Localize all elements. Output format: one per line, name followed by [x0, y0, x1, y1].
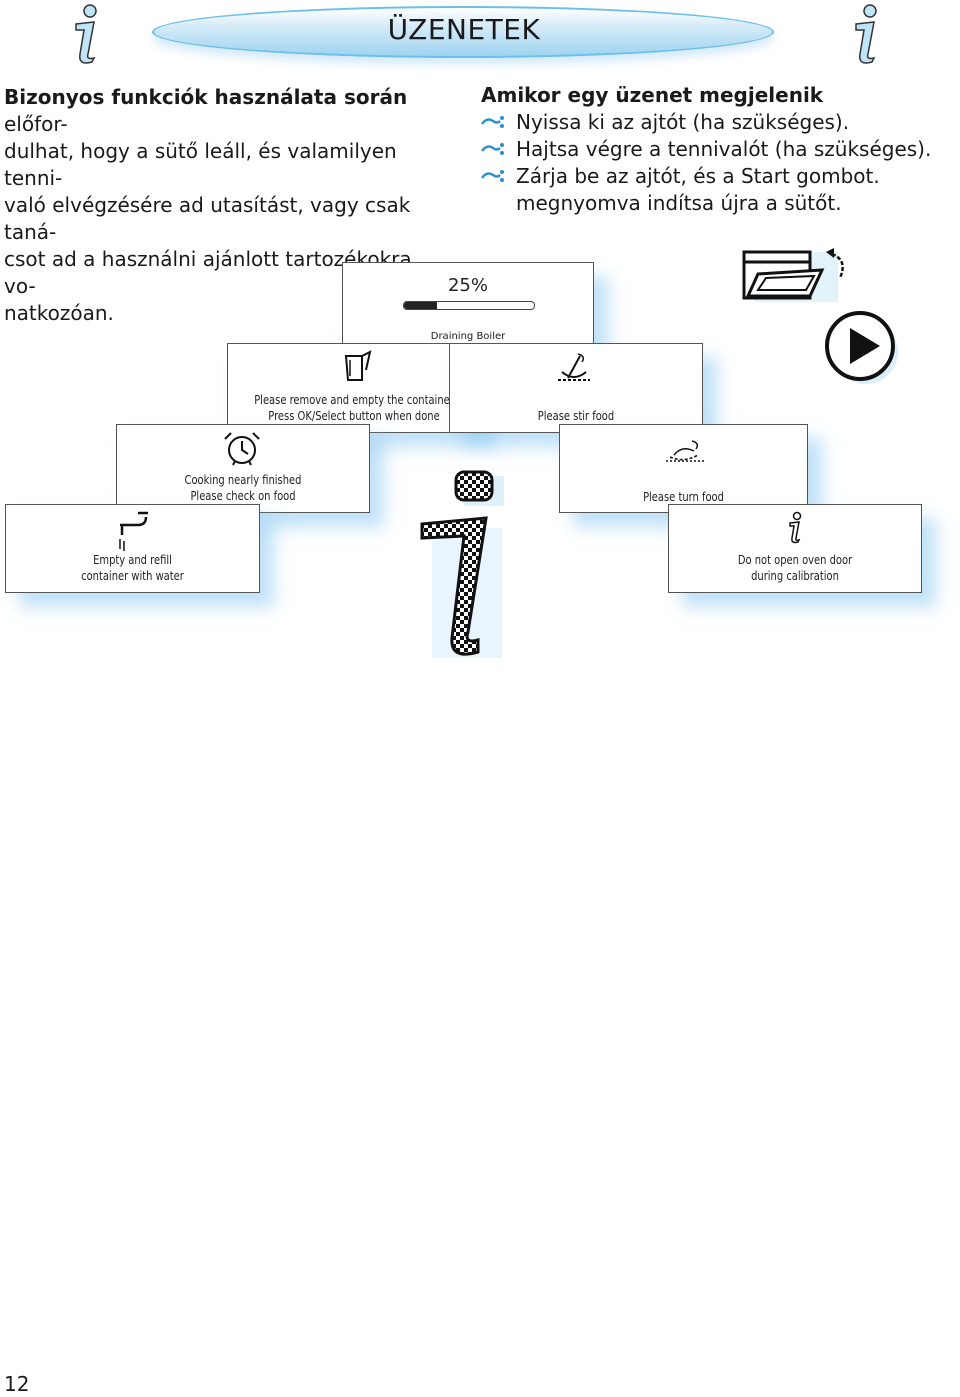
page-number: 12 [4, 1372, 30, 1396]
header-banner [152, 6, 774, 58]
water-tap-icon [119, 511, 148, 551]
step-arrow-icon [481, 116, 504, 128]
intro-line-2: dulhat, hogy a sütő leáll, és valamilyen… [4, 139, 397, 190]
turn-food-icon [666, 440, 704, 462]
screen-message-line-2: Press OK/Select button when done [268, 409, 440, 423]
pixel-info-icon [420, 470, 504, 658]
steps-list: Nyissa ki az ajtót (ha szükséges). Hajts… [481, 109, 951, 217]
progress-screen: 25% Draining Boiler [342, 262, 594, 350]
container-icon [344, 350, 372, 381]
progress-bar-fill [404, 302, 437, 309]
intro-text: Bizonyos funkciók használata során előfo… [4, 84, 440, 327]
step-continuation: megnyomva indítsa újra a sütőt. [516, 191, 842, 215]
step-text: Nyissa ki az ajtót (ha szükséges). [516, 110, 850, 134]
step-item: Nyissa ki az ajtót (ha szükséges). [481, 109, 951, 136]
screen-message-line-2: Please check on food [190, 489, 296, 503]
turn-food-screen: Please turn food [559, 424, 808, 513]
refill-water-screen: Empty and refill container with water [5, 504, 260, 593]
screen-message-line-2: container with water [81, 569, 184, 583]
step-text: Zárja be az ajtót, és a Start gombot. [516, 164, 880, 188]
stir-icon [558, 353, 590, 381]
start-play-icon [825, 311, 898, 384]
info-icon [789, 511, 802, 544]
screen-message-line-1: Please turn food [643, 490, 724, 504]
stir-food-screen: Please stir food [449, 343, 703, 433]
calibration-screen: Do not open oven door during calibration [668, 504, 922, 593]
step-text: Hajtsa végre a tennivalót (ha szükséges)… [516, 137, 932, 161]
intro-bold: Bizonyos funkciók használata során [4, 85, 408, 109]
progress-percent: 25% [447, 275, 488, 296]
step-item: Zárja be az ajtót, és a Start gombot. [481, 163, 951, 190]
nearly-finished-screen: Cooking nearly finished Please check on … [116, 424, 370, 513]
screen-message-line-1: Empty and refill [93, 553, 172, 567]
remove-container-screen: Please remove and empty the container Pr… [227, 343, 481, 433]
progress-bar [403, 301, 535, 310]
info-icon [855, 4, 877, 64]
intro-line-5: natkozóan. [4, 301, 114, 325]
step-arrow-icon [481, 143, 504, 155]
step-arrow-icon [481, 170, 504, 182]
screen-message-line-1: Please stir food [537, 409, 615, 423]
screen-message-line-1: Do not open oven door [737, 553, 853, 567]
intro-line-1-rest: előfor- [4, 112, 68, 136]
when-message-title: Amikor egy üzenet megjelenik [481, 83, 824, 107]
intro-line-1: Bizonyos funkciók használata során előfo… [4, 84, 440, 138]
alarm-clock-icon [224, 432, 260, 466]
info-icon [75, 4, 97, 64]
screen-message-line-2: during calibration [751, 569, 839, 583]
screen-message-line-1: Cooking nearly finished [184, 473, 302, 487]
step-item: Hajtsa végre a tennivalót (ha szükséges)… [481, 136, 951, 163]
progress-status: Draining Boiler [430, 331, 506, 342]
page-title: ÜZENETEK [387, 13, 541, 46]
screen-message-line-1: Please remove and empty the container [254, 393, 454, 407]
oven-door-open-icon [742, 248, 844, 302]
intro-line-3: való elvégzésére ad utasítást, vagy csak… [4, 193, 411, 244]
